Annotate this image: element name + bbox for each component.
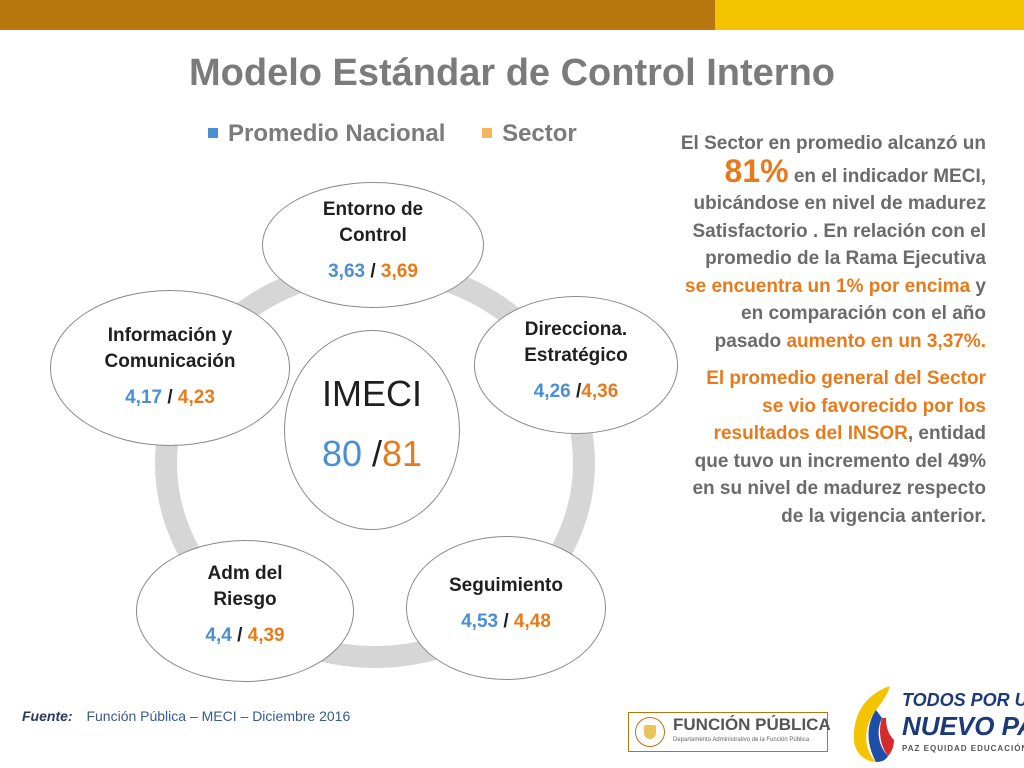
coat-of-arms-icon [635, 717, 665, 747]
center-value-sector: 81 [382, 433, 423, 474]
node-value: 4,4 / 4,39 [137, 625, 353, 647]
node-value: 4,53 / 4,48 [407, 611, 605, 633]
source-note: Fuente: Función Pública – MECI – Diciemb… [22, 708, 350, 724]
node-value-separator: / [498, 611, 514, 632]
node-value-sector: 4,48 [513, 611, 551, 632]
legend-label-promedio-nacional: Promedio Nacional [228, 120, 446, 147]
node-value-separator: / [570, 381, 582, 402]
nuevo-pais-line-2: NUEVO PAÍS [902, 711, 1024, 741]
p1-highlight-2: aumento en un 3,37%. [786, 330, 986, 352]
source-text: Función Pública – MECI – Diciembre 2016 [86, 708, 351, 724]
node-value-sector: 3,69 [380, 261, 418, 282]
node-label: Seguimiento [448, 575, 563, 596]
nuevo-pais-line-3: PAZ EQUIDAD EDUCACIÓN [902, 744, 1024, 753]
p1-percentage: 81% [724, 152, 789, 189]
legend-swatch-blue [208, 127, 218, 138]
p1-text-1: El Sector en promedio alcanzó un [680, 133, 986, 154]
node-entorno-de-control: Entorno de Control 3,63 / 3,69 [262, 182, 484, 308]
slide-title: Modelo Estándar de Control Interno [188, 52, 836, 94]
p1-text-2: en el indicador MECI, ubicándose en nive… [692, 165, 986, 270]
center-title: IMECI [321, 373, 422, 414]
node-informacion-y-comunicacion: Información y Comunicación 4,17 / 4,23 [50, 290, 290, 446]
node-value-nacional: 4,17 [125, 387, 163, 408]
node-label: Adm del Riesgo [207, 563, 283, 610]
center-value-separator: / [361, 433, 382, 474]
legend-label-sector: Sector [502, 120, 577, 147]
summary-paragraph-1: El Sector en promedio alcanzó un 81% en … [680, 130, 986, 355]
nuevo-pais-logo: TODOS POR UN NUEVO PAÍS PAZ EQUIDAD EDUC… [846, 684, 1024, 766]
nuevo-pais-bird-icon [853, 686, 894, 762]
nuevo-pais-line-1: TODOS POR UN [902, 690, 1024, 710]
p2-highlight: El promedio general del Sector se vio fa… [706, 368, 986, 444]
node-value-separator: / [162, 387, 178, 408]
p1-highlight-1: se encuentra un 1% por encima [685, 275, 971, 297]
summary-paragraph-2: El promedio general del Sector se vio fa… [680, 365, 986, 530]
p2-text: , entidad que tuvo un incremento del 49%… [692, 423, 986, 527]
center-node-imeci: IMECI 80 /81 [284, 330, 460, 530]
node-value: 3,63 / 3,69 [263, 261, 483, 283]
node-value-sector: 4,39 [247, 625, 285, 646]
node-direcciona-estrategico: Direcciona. Estratégico 4,26 /4,36 [474, 296, 678, 434]
node-label: Información y Comunicación [104, 325, 236, 372]
node-value: 4,26 /4,36 [475, 381, 677, 403]
funcion-publica-subtitle: Departamento Administrativo de la Funció… [673, 737, 810, 743]
node-label: Direcciona. Estratégico [524, 319, 628, 366]
header-bar-yellow [715, 0, 1024, 30]
legend-swatch-orange [482, 127, 493, 138]
node-label: Entorno de Control [322, 199, 424, 246]
legend: Promedio Nacional Sector [208, 120, 607, 148]
node-value-nacional: 4,53 [461, 611, 499, 632]
funcion-publica-name: FUNCIÓN PÚBLICA [673, 715, 831, 734]
node-value-sector: 4,36 [581, 381, 619, 402]
node-adm-del-riesgo: Adm del Riesgo 4,4 / 4,39 [136, 540, 354, 682]
node-value-sector: 4,23 [177, 387, 215, 408]
node-seguimiento: Seguimiento 4,53 / 4,48 [406, 536, 606, 680]
node-value-nacional: 4,4 [205, 625, 232, 646]
node-value-separator: / [231, 625, 248, 646]
header-bar-brown [0, 0, 715, 30]
node-value-nacional: 3,63 [328, 261, 366, 282]
legend-item-sector: Sector [482, 120, 577, 147]
funcion-publica-logo: FUNCIÓN PÚBLICA Departamento Administrat… [628, 712, 831, 752]
node-value: 4,17 / 4,23 [51, 387, 289, 409]
source-label: Fuente: [22, 708, 73, 724]
center-value: 80 /81 [285, 433, 459, 475]
center-value-nacional: 80 [321, 433, 362, 474]
summary-text: El Sector en promedio alcanzó un 81% en … [680, 130, 986, 540]
legend-item-promedio-nacional: Promedio Nacional [208, 120, 445, 147]
p1-text-3: y en comparación con el año pasado [714, 275, 986, 352]
node-value-separator: / [365, 261, 381, 282]
node-value-nacional: 4,26 [533, 381, 571, 402]
